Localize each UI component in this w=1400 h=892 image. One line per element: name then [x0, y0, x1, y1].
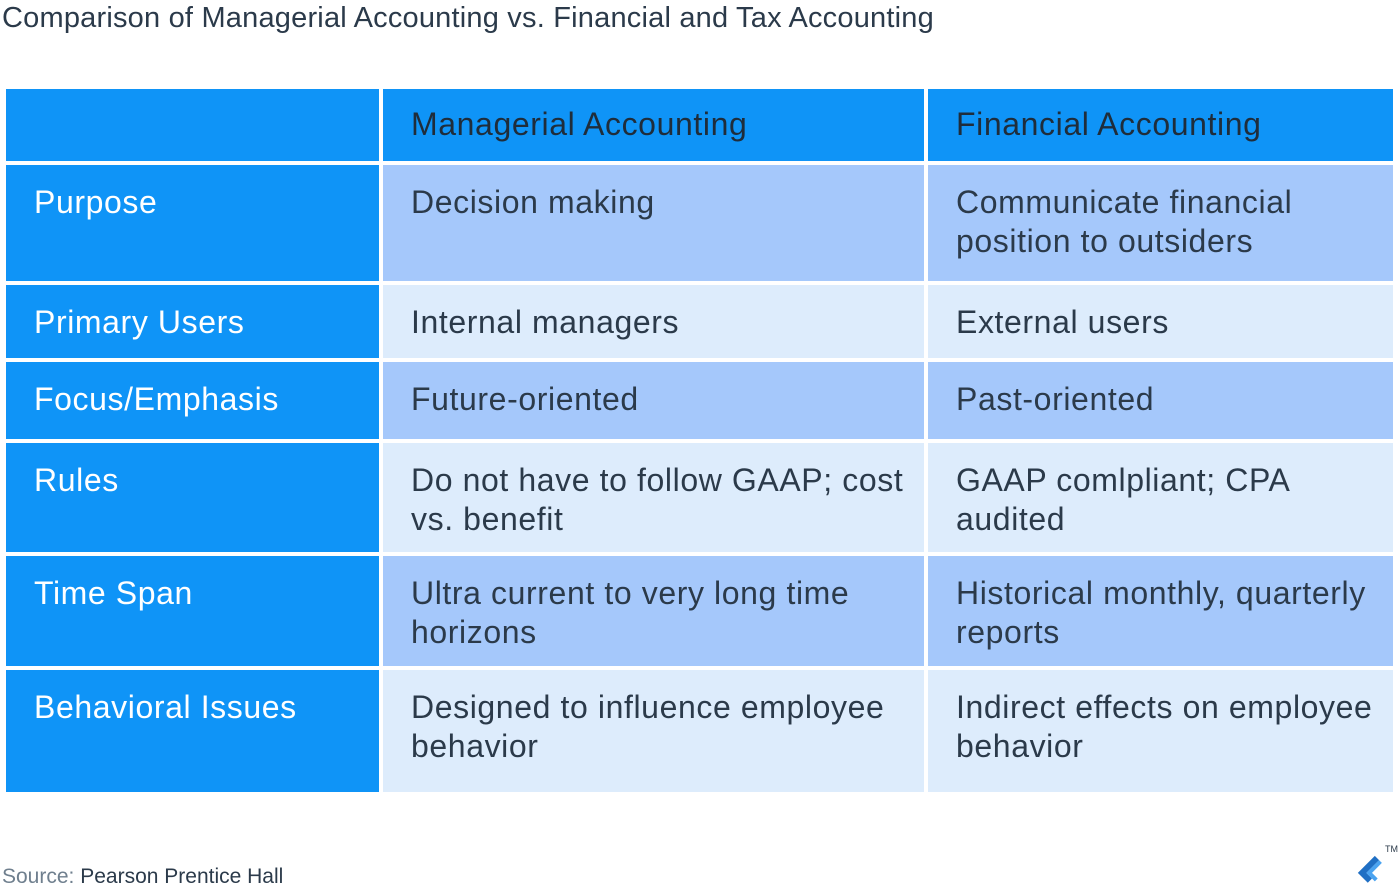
cell-rules-financial: GAAP comlpliant; CPA audited [928, 443, 1393, 552]
comparison-table: Managerial Accounting Financial Accounti… [6, 89, 1394, 792]
row-label-primary-users: Primary Users [6, 285, 379, 358]
cell-behavioral-financial: Indirect effects on employee behavior [928, 670, 1393, 792]
table-header-corner [6, 89, 379, 161]
toptal-logo-icon: TM [1357, 844, 1398, 883]
row-label-purpose: Purpose [6, 165, 379, 281]
table-header-managerial: Managerial Accounting [383, 89, 924, 161]
row-label-rules: Rules [6, 443, 379, 552]
cell-focus-financial: Past-oriented [928, 362, 1393, 439]
table-header-financial: Financial Accounting [928, 89, 1393, 161]
cell-rules-managerial: Do not have to follow GAAP; cost vs. ben… [383, 443, 924, 552]
source-label: Source: [2, 865, 75, 888]
cell-purpose-financial: Communicate financial position to outsid… [928, 165, 1393, 281]
source-value: Pearson Prentice Hall [80, 865, 284, 888]
cell-time-span-managerial: Ultra current to very long time horizons [383, 556, 924, 666]
row-label-focus-emphasis: Focus/Emphasis [6, 362, 379, 439]
cell-focus-managerial: Future-oriented [383, 362, 924, 439]
trademark-mark: TM [1385, 844, 1398, 854]
page-title: Comparison of Managerial Accounting vs. … [2, 2, 934, 34]
source-note: Source: Pearson Prentice Hall [2, 863, 283, 891]
cell-behavioral-managerial: Designed to influence employee behavior [383, 670, 924, 792]
cell-primary-users-financial: External users [928, 285, 1393, 358]
row-label-behavioral-issues: Behavioral Issues [6, 670, 379, 792]
cell-primary-users-managerial: Internal managers [383, 285, 924, 358]
cell-purpose-managerial: Decision making [383, 165, 924, 281]
row-label-time-span: Time Span [6, 556, 379, 666]
cell-time-span-financial: Historical monthly, quarterly reports [928, 556, 1393, 666]
